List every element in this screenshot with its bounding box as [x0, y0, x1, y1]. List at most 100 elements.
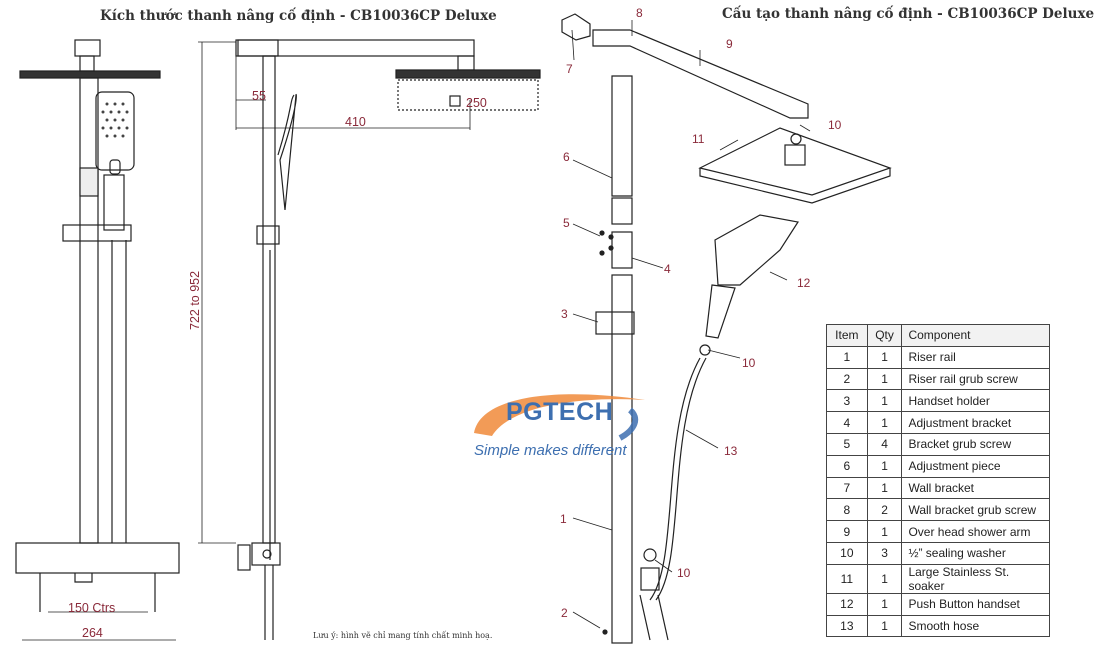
callout-10-mid: 10: [742, 356, 756, 370]
callout-10-bottom: 10: [677, 566, 691, 580]
cell-qty: 1: [866, 411, 903, 434]
cell-qty: 1: [866, 520, 903, 543]
cell-item: 13: [826, 614, 868, 638]
logo-tagline: Simple makes different: [474, 442, 627, 459]
callout-9: 9: [726, 37, 733, 51]
cell-item: 9: [826, 520, 868, 543]
exploded-wall-bracket: [561, 13, 591, 41]
front-handset: [95, 91, 135, 171]
cell-qty: 3: [866, 541, 903, 565]
side-overhead-arm: [235, 39, 475, 57]
cell-qty: 1: [866, 592, 903, 616]
header-qty: Qty: [866, 324, 903, 347]
dim-55: 55: [252, 89, 266, 103]
cell-component: ½” sealing washer: [901, 541, 1050, 565]
cell-item: 3: [826, 389, 868, 413]
exploded-view: [561, 13, 892, 644]
side-view: [198, 39, 541, 640]
side-shower-head: [395, 69, 541, 79]
side-handset: [279, 93, 297, 211]
cell-component: Adjustment piece: [901, 454, 1050, 478]
cell-component: Wall bracket grub screw: [901, 498, 1050, 522]
cell-qty: 1: [866, 476, 903, 500]
cell-component: Riser rail: [901, 345, 1050, 369]
components-table-header: Item Qty Component: [826, 324, 1050, 347]
cell-item: 2: [826, 367, 868, 391]
cell-item: 4: [826, 411, 868, 434]
dim-height: 722 to 952: [188, 271, 202, 330]
cell-component: Bracket grub screw: [901, 432, 1050, 456]
cell-qty: 1: [866, 614, 903, 638]
dim-150-ctrs: 150 Ctrs: [68, 601, 115, 615]
cell-item: 1: [826, 345, 868, 369]
front-thermostat-mixer: [15, 542, 180, 574]
cell-qty: 1: [866, 563, 903, 594]
cell-item: 12: [826, 592, 868, 616]
callout-2: 2: [561, 606, 568, 620]
dimensions-title: Kích thước thanh nâng cố định - CB10036C…: [100, 8, 497, 24]
diagram-canvas: 55 250 410 722 to 952 150 Ctrs 264 1 2 3…: [15, 6, 892, 644]
callout-13: 13: [724, 444, 738, 458]
front-handset-holder: [62, 224, 132, 242]
header-item: Item: [826, 324, 868, 347]
dim-250: 250: [466, 96, 487, 110]
pgtech-logo: PGTECH Simple makes different: [470, 388, 650, 473]
header-component: Component: [901, 324, 1050, 347]
illustration-note: Lưu ý: hình vẽ chỉ mang tính chất minh h…: [313, 631, 493, 640]
cell-component: Over head shower arm: [901, 520, 1050, 543]
callout-7: 7: [566, 62, 573, 76]
cell-qty: 4: [866, 432, 903, 456]
callout-6: 6: [563, 150, 570, 164]
exploded-handset-holder: [595, 311, 635, 335]
callout-10-top: 10: [828, 118, 842, 132]
components-title: Cấu tạo thanh nâng cố định - CB10036CP D…: [722, 6, 1094, 22]
front-overhead-shower-head: [19, 70, 161, 79]
front-riser-rail: [79, 77, 99, 544]
cell-item: 10: [826, 541, 868, 565]
exploded-adjustment-piece: [611, 75, 633, 197]
cell-item: 5: [826, 432, 868, 456]
exploded-hose: [649, 357, 707, 601]
cell-component: Wall bracket: [901, 476, 1050, 500]
callout-11: 11: [692, 132, 705, 146]
cell-qty: 1: [866, 454, 903, 478]
cell-component: Push Button handset: [901, 592, 1050, 616]
cell-component: Smooth hose: [901, 614, 1050, 638]
side-riser-rail: [262, 55, 276, 544]
callout-5: 5: [563, 216, 570, 230]
front-view: [15, 39, 180, 641]
cell-item: 11: [826, 563, 868, 594]
cell-item: 7: [826, 476, 868, 500]
exploded-riser-rail: [611, 274, 633, 644]
callout-4: 4: [664, 262, 671, 276]
cell-qty: 1: [866, 367, 903, 391]
callout-1: 1: [560, 512, 567, 526]
cell-component: Large Stainless St. soaker: [901, 563, 1050, 594]
callout-3: 3: [561, 307, 568, 321]
logo-swoosh-icon: [474, 394, 645, 441]
dim-410: 410: [345, 115, 366, 129]
cell-component: Riser rail grub screw: [901, 367, 1050, 391]
exploded-shower-arm: [592, 29, 809, 119]
cell-item: 6: [826, 454, 868, 478]
exploded-adjustment-bracket: [611, 231, 633, 269]
logo-name: PGTECH: [506, 398, 614, 426]
exploded-handset: [714, 214, 799, 286]
exploded-soaker-head: [698, 127, 892, 196]
dim-264: 264: [82, 626, 103, 640]
cell-qty: 2: [866, 498, 903, 522]
